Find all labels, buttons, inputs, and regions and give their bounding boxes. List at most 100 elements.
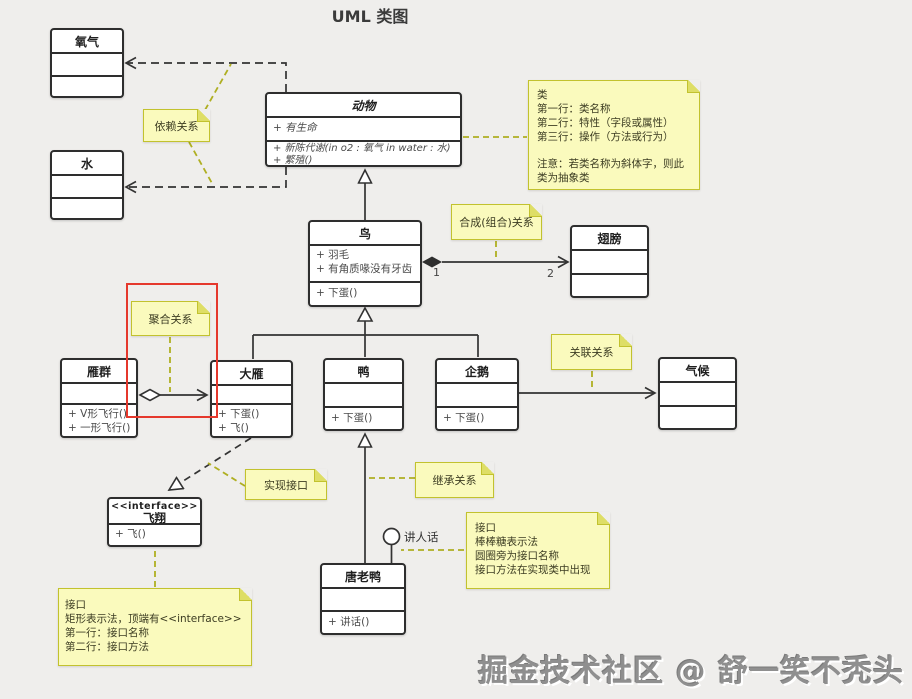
class-box-wings: 翅膀 bbox=[570, 225, 649, 298]
class-member: + 下蛋() bbox=[218, 408, 260, 420]
class-methods: + 讲话() bbox=[322, 610, 404, 633]
class-methods: + 飞() bbox=[109, 523, 200, 545]
note-fold-icon bbox=[619, 334, 632, 347]
lollipop-interface-label: 讲人话 bbox=[404, 530, 439, 544]
note-fold-icon bbox=[597, 512, 610, 525]
class-methods-empty bbox=[52, 75, 122, 96]
class-attributes: + 羽毛 + 有角质喙没有牙齿 bbox=[310, 244, 420, 281]
class-box-donald: 唐老鸭 + 讲话() bbox=[320, 563, 406, 635]
class-box-water: 水 bbox=[50, 150, 124, 220]
class-title: 氧气 bbox=[74, 34, 99, 49]
class-box-climate: 气候 bbox=[658, 357, 737, 430]
note-line: 接口 bbox=[65, 599, 86, 611]
class-attributes-empty bbox=[322, 587, 404, 610]
class-title: 气候 bbox=[685, 363, 710, 378]
interface-header: <<interface>> 飞翔 bbox=[109, 499, 200, 524]
class-attributes-empty bbox=[62, 382, 136, 403]
note-line: 类为抽象类 bbox=[537, 172, 590, 184]
note-connector-dependency-bottom bbox=[188, 141, 214, 186]
multiplicity-label-bird: 1 bbox=[433, 266, 440, 279]
class-methods: + 下蛋() + 飞() bbox=[212, 403, 291, 436]
aggregation-diamond-icon bbox=[138, 388, 162, 402]
dependency-line-animal-oxygen bbox=[124, 56, 287, 92]
note-line: 矩形表示法，顶端有<<interface>> bbox=[65, 613, 242, 625]
lollipop-circle-icon bbox=[382, 527, 401, 546]
class-attributes-empty bbox=[660, 381, 735, 405]
note-fold-icon bbox=[314, 469, 327, 482]
class-title: 翅膀 bbox=[597, 231, 622, 246]
note-text: 依赖关系 bbox=[154, 119, 199, 133]
class-attributes: + 有生命 bbox=[267, 116, 460, 140]
note-class-explain: 类 第一行：类名称 第二行：特性（字段或属性） 第三行：操作（方法或行为） 注意… bbox=[528, 80, 700, 190]
class-title: 唐老鸭 bbox=[344, 569, 381, 584]
note-connector-implement bbox=[207, 462, 246, 487]
note-fold-icon bbox=[687, 80, 700, 93]
class-member: + 有角质喙没有牙齿 bbox=[316, 262, 413, 275]
class-member: + 繁殖() bbox=[273, 154, 313, 166]
note-text: 聚合关系 bbox=[148, 312, 193, 326]
class-member: + 一形飞行() bbox=[68, 421, 131, 434]
note-line: 棒棒糖表示法 bbox=[475, 536, 538, 548]
note-line: 第三行：操作（方法或行为） bbox=[537, 131, 674, 143]
class-methods: + 下蛋() bbox=[437, 406, 517, 429]
class-title: 鸟 bbox=[358, 226, 371, 241]
note-line: 第一行：接口名称 bbox=[65, 627, 149, 639]
note-fold-icon bbox=[481, 462, 494, 475]
note-line: 圆圈旁为接口名称 bbox=[475, 550, 559, 562]
note-lollipop: 接口 棒棒糖表示法 圆圈旁为接口名称 接口方法在实现类中出现 bbox=[466, 512, 610, 589]
multiplicity-label-wings: 2 bbox=[547, 267, 554, 280]
note-interface-rect: 接口 矩形表示法，顶端有<<interface>> 第一行：接口名称 第二行：接… bbox=[58, 588, 252, 666]
note-association: 关联关系 bbox=[551, 334, 632, 370]
note-fold-icon bbox=[239, 588, 252, 601]
note-dependency: 依赖关系 bbox=[143, 109, 210, 142]
class-member: + 下蛋() bbox=[316, 287, 358, 299]
class-title: 鸭 bbox=[357, 364, 370, 379]
class-title: 动物 bbox=[351, 98, 376, 113]
class-member: + 飞() bbox=[115, 528, 146, 540]
class-member: + 讲话() bbox=[328, 616, 370, 628]
note-text: 实现接口 bbox=[264, 478, 308, 492]
note-line: 接口 bbox=[475, 522, 496, 534]
class-member: + 羽毛 bbox=[316, 249, 350, 261]
generalization-triangle-icon bbox=[356, 306, 374, 322]
class-methods: + 下蛋() bbox=[310, 281, 420, 305]
class-member: + 下蛋() bbox=[443, 412, 485, 424]
class-attributes-empty bbox=[52, 174, 122, 197]
class-member: + V形飞行() bbox=[68, 408, 128, 420]
class-attributes-empty bbox=[52, 52, 122, 75]
class-member: + 新陈代谢(in o2 : 氧气 in water : 水) bbox=[273, 143, 451, 154]
note-inheritance: 继承关系 bbox=[415, 462, 494, 498]
note-line: 第二行：接口方法 bbox=[65, 641, 149, 653]
note-connector-dependency-top bbox=[204, 63, 232, 111]
class-box-flock: 雁群 + V形飞行() + 一形飞行() bbox=[60, 358, 138, 438]
note-text: 继承关系 bbox=[432, 474, 477, 487]
class-box-fly-interface: <<interface>> 飞翔 + 飞() bbox=[107, 497, 202, 547]
class-methods-empty bbox=[660, 405, 735, 428]
class-attributes-empty bbox=[437, 382, 517, 406]
class-attributes-empty bbox=[212, 384, 291, 403]
class-methods: + 下蛋() bbox=[325, 406, 402, 429]
class-title: 大雁 bbox=[239, 366, 264, 381]
class-title: 企鹅 bbox=[464, 364, 489, 379]
class-box-duck: 鸭 + 下蛋() bbox=[323, 358, 404, 431]
class-box-goose: 大雁 + 下蛋() + 飞() bbox=[210, 360, 293, 438]
dependency-line-animal-water bbox=[124, 167, 287, 194]
inheritance-tree-lines bbox=[252, 321, 479, 359]
page-title: UML 类图 bbox=[331, 7, 409, 26]
class-methods-empty bbox=[52, 197, 122, 218]
note-line: 接口方法在实现类中出现 bbox=[475, 564, 591, 576]
watermark-text: 掘金技术社区 @ 舒一笑不秃头 bbox=[478, 654, 904, 689]
class-methods: + 新陈代谢(in o2 : 氧气 in water : 水) + 繁殖() bbox=[267, 140, 460, 166]
class-member: + 有生命 bbox=[273, 122, 317, 134]
note-text: 合成(组合)关系 bbox=[459, 216, 534, 229]
note-aggregation: 聚合关系 bbox=[131, 301, 210, 336]
note-composition: 合成(组合)关系 bbox=[451, 204, 542, 240]
note-text: 关联关系 bbox=[569, 346, 614, 359]
class-box-bird: 鸟 + 羽毛 + 有角质喙没有牙齿 + 下蛋() bbox=[308, 220, 422, 307]
class-box-oxygen: 氧气 bbox=[50, 28, 124, 98]
class-title: 雁群 bbox=[86, 364, 111, 379]
class-methods: + V形飞行() + 一形飞行() bbox=[62, 403, 136, 436]
composition-diamond-icon bbox=[422, 256, 442, 268]
